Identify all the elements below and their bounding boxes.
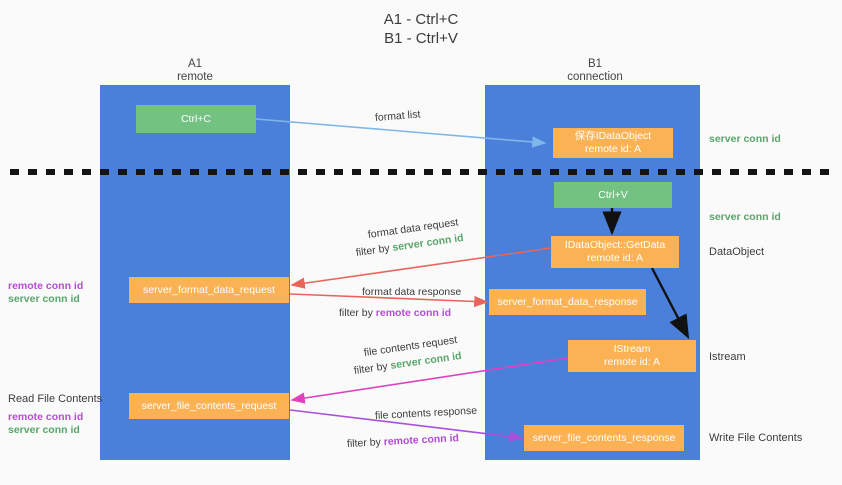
node-istream[interactable]: IStream remote id: A (568, 340, 696, 372)
node-ctrl-c[interactable]: Ctrl+C (136, 105, 256, 133)
right-label-server-conn-id-top: server conn id (709, 133, 781, 145)
edge-label-format-data-response-filter: filter by remote conn id (339, 306, 451, 320)
node-server-file-contents-response[interactable]: server_file_contents_response (524, 425, 684, 451)
filter-key-2: remote conn id (375, 307, 452, 319)
filter-prefix-1: filter by (355, 241, 394, 259)
node-server-format-data-request[interactable]: server_format_data_request (129, 277, 289, 303)
node-save-idataobject[interactable]: 保存IDataObject remote id: A (553, 128, 673, 158)
node-server-format-data-response[interactable]: server_format_data_response (489, 289, 646, 315)
node-ctrl-v[interactable]: Ctrl+V (554, 182, 672, 208)
node-istream-line1: IStream (613, 343, 651, 355)
node-istream-line2: remote id: A (603, 356, 661, 368)
column-header-b1: B1 connection (520, 58, 670, 84)
left-label-read-file-contents: Read File Contents (8, 393, 103, 405)
node-idataobject-getdata[interactable]: IDataObject::GetData remote id: A (551, 236, 679, 268)
node-ctrl-c-label: Ctrl+C (180, 112, 212, 125)
edge-label-file-contents-response-filter: filter by remote conn id (347, 431, 460, 451)
node-server-format-data-response-label: server_format_data_response (497, 295, 638, 308)
title-line-2: B1 - Ctrl+V (384, 30, 458, 47)
filter-prefix-3: filter by (353, 359, 392, 377)
filter-prefix-2: filter by (339, 307, 376, 319)
edge-label-file-contents-response: file contents response (374, 404, 478, 422)
node-server-file-contents-request-label: server_file_contents_request (141, 399, 277, 412)
left-label-remote-conn-id-1: remote conn id (8, 280, 84, 292)
filter-prefix-4: filter by (346, 436, 385, 450)
node-ctrl-v-label: Ctrl+V (598, 188, 628, 201)
right-label-server-conn-id-mid: server conn id (709, 211, 781, 223)
left-label-server-conn-id-2: server conn id (8, 424, 80, 436)
column-header-a1: A1 remote (120, 58, 270, 84)
right-label-dataobject: DataObject (709, 246, 765, 258)
right-label-write-file-contents: Write File Contents (709, 432, 803, 444)
node-getdata-line1: IDataObject::GetData (564, 239, 666, 251)
edge-label-format-list: format list (374, 108, 421, 124)
node-save-idataobject-line1: 保存IDataObject (574, 130, 652, 142)
diagram-title: A1 - Ctrl+C B1 - Ctrl+V (0, 10, 842, 48)
right-label-istream: Istream (709, 351, 746, 363)
node-getdata-line2: remote id: A (586, 252, 644, 264)
column-b1-sub: connection (567, 71, 623, 83)
filter-key-4: remote conn id (383, 432, 460, 449)
left-label-server-conn-id-1: server conn id (8, 293, 80, 305)
left-label-remote-conn-id-2: remote conn id (8, 411, 84, 423)
edge-label-format-data-response: format data response (362, 286, 462, 298)
column-b1-name: B1 (587, 58, 603, 70)
node-server-file-contents-response-label: server_file_contents_response (532, 431, 676, 444)
node-save-idataobject-line2: remote id: A (584, 143, 642, 155)
node-server-file-contents-request[interactable]: server_file_contents_request (129, 393, 289, 419)
column-a1-name: A1 (187, 58, 203, 70)
title-line-1: A1 - Ctrl+C (383, 11, 459, 28)
node-server-format-data-request-label: server_format_data_request (143, 283, 275, 296)
column-a1-sub: remote (177, 71, 213, 83)
